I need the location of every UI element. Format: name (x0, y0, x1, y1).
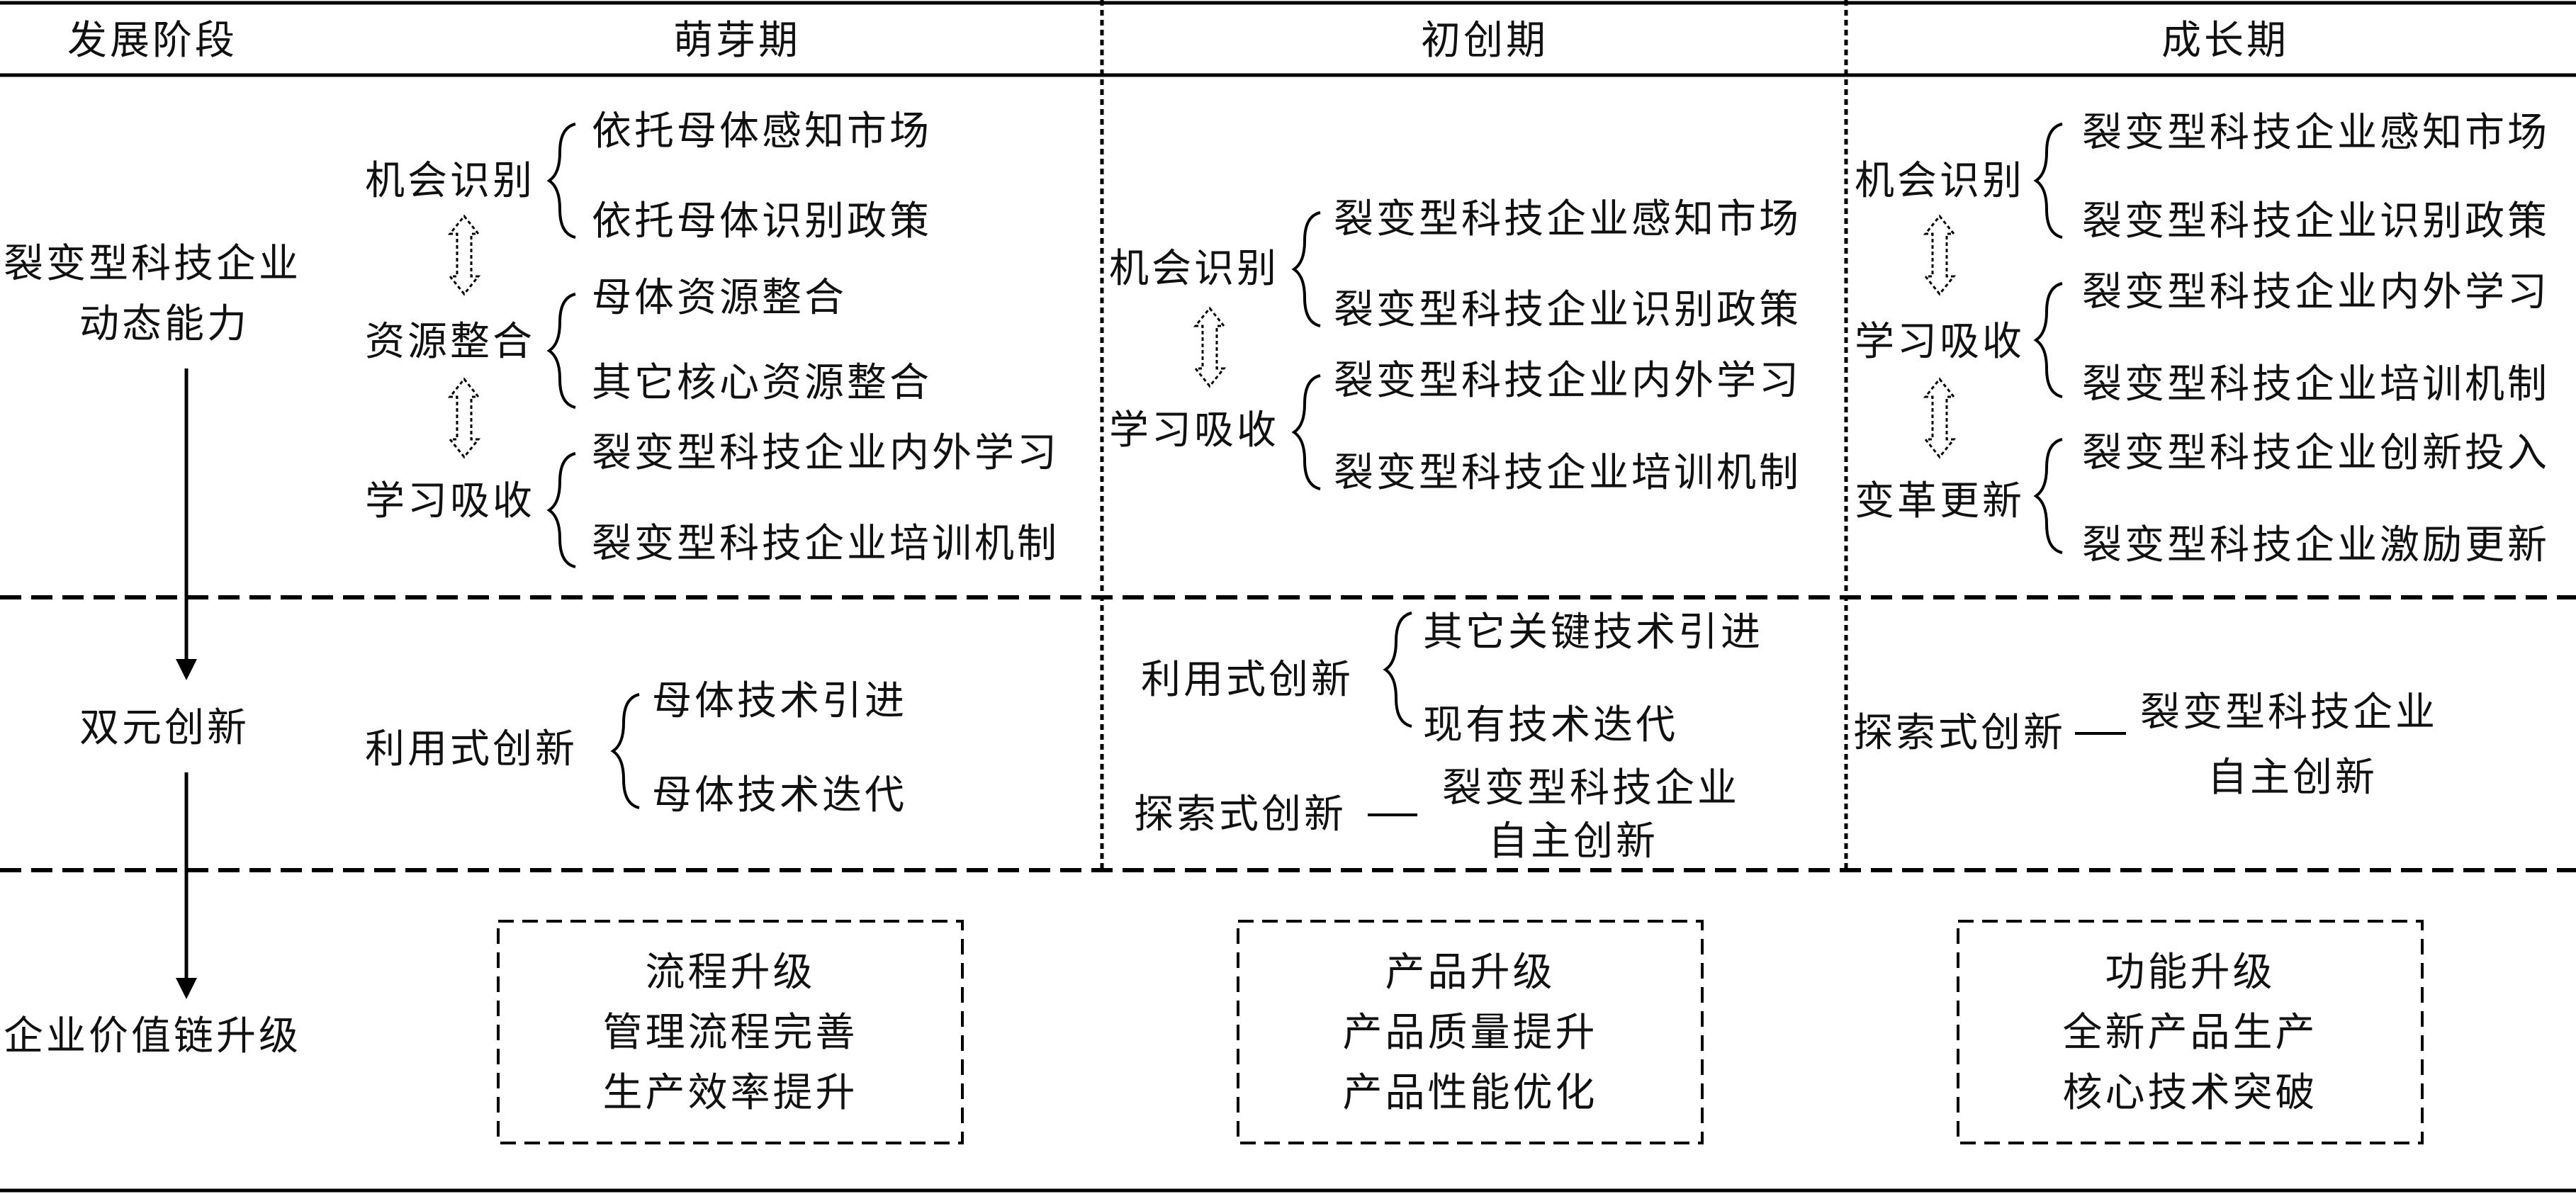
sprout-cap-item-3b: 裂变型科技企业培训机制 (592, 521, 1059, 567)
row-label-value-chain: 企业价值链升级 (4, 1013, 301, 1059)
growth-vc-item-1: 全新产品生产 (2062, 1010, 2318, 1056)
startup-cap-item-1a: 裂变型科技企业感知市场 (1334, 196, 1801, 242)
growth-explore-label: 探索式创新 (1853, 710, 2066, 756)
row-label-innovation: 双元创新 (79, 705, 249, 751)
box-startup (1237, 920, 1704, 1144)
growth-cap-item-3b: 裂变型科技企业激励更新 (2082, 522, 2550, 568)
sprout-vc-item-2: 生产效率提升 (602, 1070, 858, 1116)
row-label-capability-line2: 动态能力 (79, 301, 249, 347)
startup-explore-result-1: 裂变型科技企业 (1442, 765, 1740, 811)
sprout-exploit-item-1: 母体技术引进 (652, 678, 907, 724)
sprout-cap-item-1a: 依托母体感知市场 (592, 108, 932, 154)
growth-cap-name-2: 学习吸收 (1855, 319, 2025, 365)
startup-exploit-item-2: 现有技术迭代 (1423, 702, 1678, 748)
header-stage-startup: 初创期 (1421, 18, 1548, 64)
bidirectional-arrows (447, 214, 1957, 459)
growth-cap-item-2b: 裂变型科技企业培训机制 (2082, 361, 2550, 407)
startup-explore-label: 探索式创新 (1134, 792, 1346, 838)
startup-exploit-label: 利用式创新 (1141, 657, 1354, 703)
growth-explore-result-2: 自主创新 (2207, 755, 2378, 801)
growth-vc-item-2: 核心技术突破 (2062, 1070, 2318, 1116)
sprout-cap-name-2: 资源整合 (365, 319, 535, 365)
startup-vc-item-2: 产品性能优化 (1342, 1070, 1598, 1116)
header-stage-label: 发展阶段 (67, 18, 237, 64)
row-label-capability-line1: 裂变型科技企业 (4, 241, 301, 287)
startup-explore-result-2: 自主创新 (1488, 818, 1658, 864)
sprout-vc-item-1: 管理流程完善 (602, 1010, 858, 1056)
growth-cap-item-1b: 裂变型科技企业识别政策 (2082, 198, 2550, 244)
sprout-exploit-label: 利用式创新 (365, 726, 578, 772)
startup-cap-item-2a: 裂变型科技企业内外学习 (1334, 358, 1801, 404)
startup-cap-name-2: 学习吸收 (1109, 407, 1279, 454)
sprout-vc-title: 流程升级 (645, 950, 816, 996)
header-stage-sprout: 萌芽期 (673, 18, 801, 64)
box-sprout (497, 920, 964, 1144)
sprout-exploit-item-2: 母体技术迭代 (652, 772, 907, 818)
startup-vc-title: 产品升级 (1385, 950, 1556, 996)
sprout-cap-name-1: 机会识别 (365, 158, 535, 204)
growth-vc-title: 功能升级 (2105, 950, 2276, 996)
growth-cap-name-3: 变革更新 (1855, 478, 2025, 524)
sprout-cap-item-3a: 裂变型科技企业内外学习 (592, 430, 1059, 476)
startup-cap-name-1: 机会识别 (1109, 246, 1279, 292)
startup-cap-item-2b: 裂变型科技企业培训机制 (1334, 450, 1801, 496)
growth-cap-name-1: 机会识别 (1855, 158, 2025, 204)
growth-cap-item-2a: 裂变型科技企业内外学习 (2082, 269, 2550, 315)
growth-cap-item-3a: 裂变型科技企业创新投入 (2082, 430, 2550, 476)
braces (546, 123, 2063, 809)
startup-exploit-item-1: 其它关键技术引进 (1423, 609, 1763, 655)
sprout-cap-item-2b: 其它核心资源整合 (592, 360, 932, 406)
box-growth (1957, 920, 2424, 1144)
growth-cap-item-1a: 裂变型科技企业感知市场 (2082, 110, 2550, 156)
sprout-cap-item-2a: 母体资源整合 (592, 275, 847, 321)
startup-cap-item-1b: 裂变型科技企业识别政策 (1334, 287, 1801, 333)
sprout-cap-item-1b: 依托母体识别政策 (592, 198, 932, 244)
growth-explore-result-1: 裂变型科技企业 (2140, 689, 2438, 736)
sprout-cap-name-3: 学习吸收 (365, 478, 535, 524)
startup-vc-item-1: 产品质量提升 (1342, 1010, 1598, 1056)
header-stage-growth: 成长期 (2161, 18, 2289, 64)
